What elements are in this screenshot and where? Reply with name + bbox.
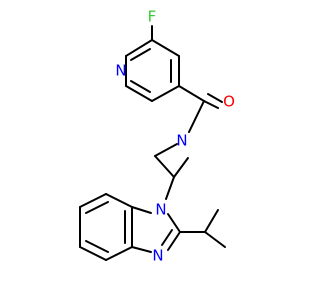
bond bbox=[105, 246, 133, 261]
bond bbox=[130, 48, 151, 61]
bond bbox=[154, 143, 178, 157]
bond bbox=[131, 246, 152, 253]
azetidine-ring bbox=[154, 143, 189, 178]
bond bbox=[130, 80, 151, 93]
bond bbox=[178, 85, 205, 102]
pyridine-ring bbox=[125, 39, 180, 102]
bond bbox=[151, 39, 180, 57]
structure-svg: F N O N N N bbox=[79, 8, 235, 265]
imidazole-ring bbox=[131, 206, 181, 253]
bond bbox=[204, 209, 219, 233]
molecule-diagram: F N O N N N bbox=[79, 7, 235, 265]
bond bbox=[125, 39, 153, 57]
bond bbox=[125, 85, 153, 102]
bond bbox=[85, 240, 109, 253]
fluorine-atom: F bbox=[148, 8, 157, 26]
bond bbox=[105, 193, 133, 208]
azetidine-nitrogen-atom: N bbox=[176, 132, 187, 150]
bond bbox=[154, 155, 175, 178]
bond bbox=[131, 206, 152, 214]
bond bbox=[167, 213, 181, 233]
benzimidazole-n3-atom: N bbox=[152, 247, 163, 265]
bond bbox=[204, 231, 226, 248]
pyridine-nitrogen-atom: N bbox=[115, 62, 126, 80]
bond bbox=[203, 100, 219, 109]
bond bbox=[151, 85, 180, 102]
bond bbox=[165, 176, 175, 200]
benzene-ring bbox=[79, 193, 133, 261]
carbonyl-oxygen-atom: O bbox=[223, 93, 235, 111]
bond bbox=[85, 201, 109, 214]
bond bbox=[173, 157, 189, 178]
bond bbox=[207, 93, 223, 103]
isopropyl-group bbox=[179, 209, 226, 248]
bond bbox=[188, 100, 205, 133]
bond bbox=[79, 193, 107, 208]
bond bbox=[161, 229, 173, 246]
bond bbox=[79, 246, 107, 261]
bond bbox=[167, 231, 181, 251]
benzimidazole-n1-atom: N bbox=[155, 201, 166, 219]
